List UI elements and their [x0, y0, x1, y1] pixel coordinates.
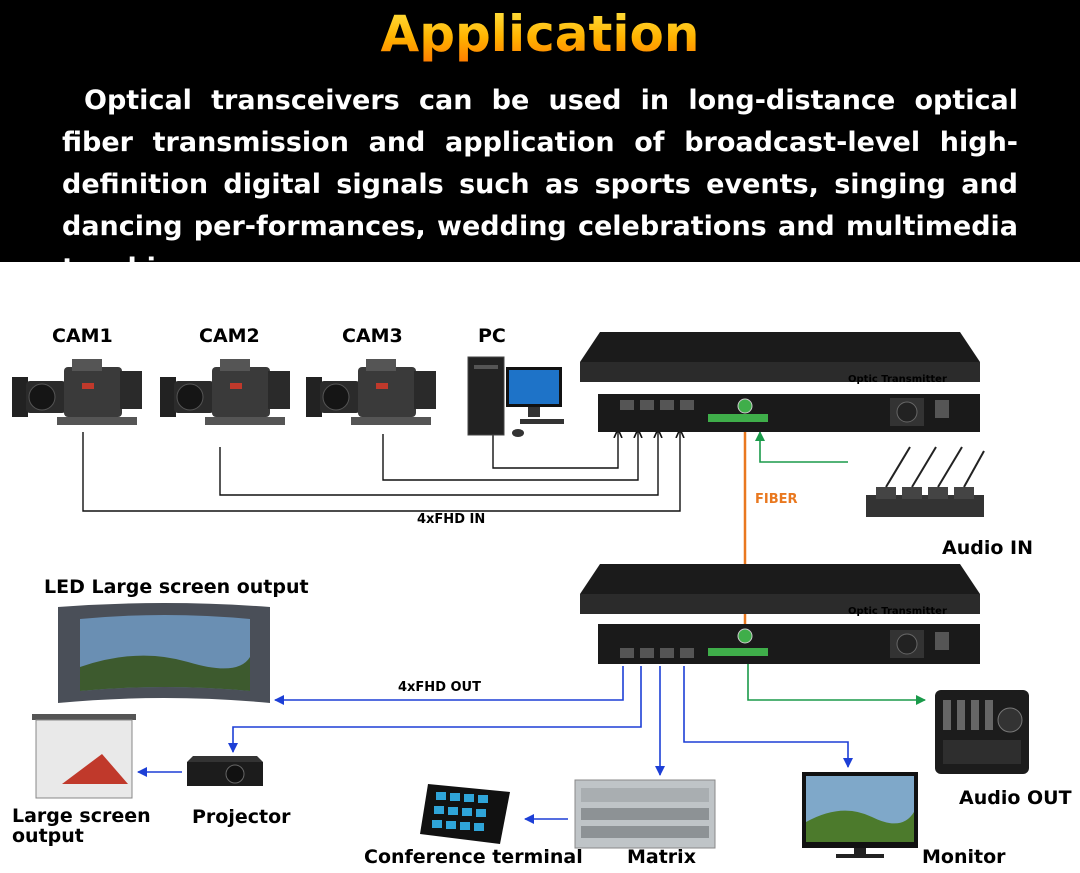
matrix-label: Matrix	[627, 846, 696, 868]
intro-paragraph: Optical transceivers can be used in long…	[62, 85, 1018, 284]
cam3-line	[382, 430, 638, 481]
projector-label: Projector	[192, 806, 291, 828]
projector-icon	[187, 756, 263, 786]
audio-in-label: Audio IN	[942, 537, 1033, 559]
pc-label: PC	[478, 325, 506, 347]
camera-cam3-icon	[306, 359, 436, 425]
cam2-line	[219, 430, 658, 496]
output-lines	[137, 666, 853, 824]
header-banner: Application Optical transceivers can be …	[0, 0, 1080, 284]
cam1-label: CAM1	[52, 325, 113, 347]
audio-mixer-icon	[935, 690, 1029, 774]
audio-out-line	[747, 664, 926, 705]
output-bus-label: 4xFHD OUT	[398, 680, 481, 695]
receiver-label: Optic Transmitter	[848, 606, 947, 617]
audio-out-label: Audio OUT	[959, 787, 1072, 809]
monitor-line	[683, 666, 853, 768]
cam1-line	[82, 430, 680, 512]
cam3-label: CAM3	[342, 325, 403, 347]
pc-line	[492, 430, 618, 469]
camera-cam2-icon	[160, 359, 290, 425]
optic-transmitter-bottom	[580, 564, 980, 664]
conference-terminal-label: Conference terminal	[364, 846, 583, 868]
camera-cam1-icon	[12, 359, 142, 425]
led-screen-icon	[58, 603, 270, 703]
large-screen-label: Large screen output	[12, 805, 151, 847]
monitor-label: Monitor	[922, 846, 1006, 868]
microphone-mixer-icon	[866, 446, 985, 517]
input-bus-label: 4xFHD IN	[417, 512, 486, 527]
led-screen-label: LED Large screen output	[44, 576, 309, 598]
transmitter-label: Optic Transmitter	[848, 374, 947, 385]
monitor-icon	[802, 772, 918, 858]
optic-transmitter-top	[580, 332, 980, 432]
cam2-label: CAM2	[199, 325, 260, 347]
projector-line	[228, 666, 642, 753]
page-title: Application	[0, 4, 1080, 64]
fiber-label: FIBER	[755, 492, 798, 507]
matrix-icon	[574, 779, 716, 849]
connection-diagram	[12, 332, 1029, 858]
input-lines	[82, 430, 680, 512]
pc-icon	[467, 356, 564, 437]
led-line	[274, 666, 624, 705]
conference-terminal-icon	[420, 784, 510, 844]
audio-in-line	[755, 431, 848, 463]
projection-screen-icon	[32, 714, 136, 799]
